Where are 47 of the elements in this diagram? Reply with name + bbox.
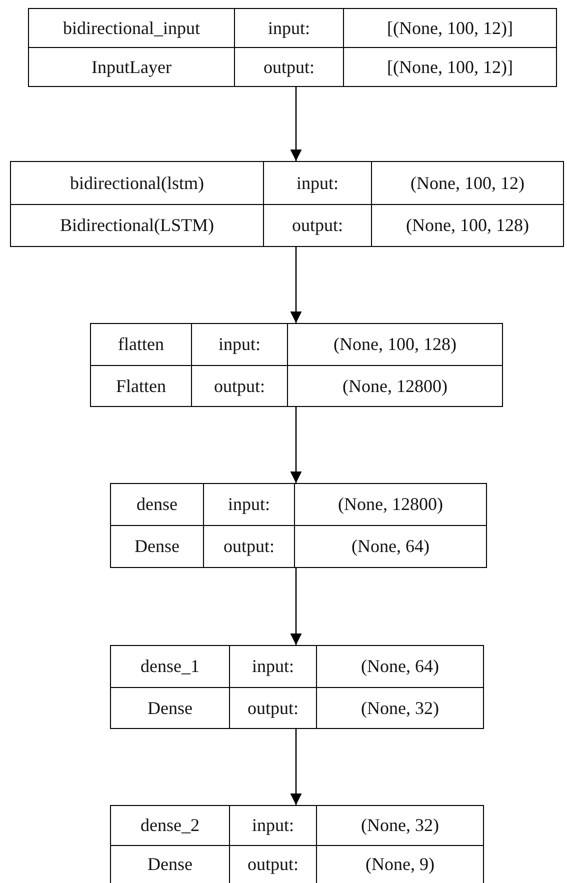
shape-value: (None, 9) [317, 846, 483, 883]
layer-name: Dense [111, 688, 229, 728]
shape-value: (None, 12800) [295, 484, 486, 525]
layer-name: bidirectional_input [29, 9, 234, 47]
port-label: input: [230, 806, 316, 845]
shape-value: [(None, 100, 12)] [344, 9, 556, 47]
layer-name: Dense [111, 526, 203, 567]
layer-name: Dense [111, 846, 229, 883]
arrow [290, 247, 302, 323]
port-label: output: [235, 48, 343, 86]
port-label: output: [204, 526, 294, 567]
port-label: input: [204, 484, 294, 525]
shape-value: (None, 100, 12) [372, 162, 563, 204]
port-label: input: [264, 162, 371, 204]
port-label: input: [230, 646, 316, 687]
layer-table [90, 323, 503, 407]
layer-name: bidirectional(lstm) [11, 162, 263, 204]
layer-table [110, 645, 484, 729]
layer-name: dense_1 [111, 646, 229, 687]
layer-name: dense_2 [111, 806, 229, 845]
arrow [290, 729, 302, 805]
arrow [290, 87, 302, 161]
arrow [290, 407, 302, 483]
shape-value: (None, 32) [317, 688, 483, 728]
port-label: output: [264, 205, 371, 246]
layer-table [110, 483, 487, 568]
shape-value: (None, 100, 128) [288, 324, 502, 365]
shape-value: (None, 64) [295, 526, 486, 567]
shape-value: (None, 64) [317, 646, 483, 687]
shape-value: (None, 32) [317, 806, 483, 845]
layer-name: dense [111, 484, 203, 525]
layer-name: Flatten [91, 366, 191, 406]
layer-table [10, 161, 564, 247]
port-label: output: [230, 688, 316, 728]
shape-value: [(None, 100, 12)] [344, 48, 556, 86]
layer-name: InputLayer [29, 48, 234, 86]
port-label: output: [230, 846, 316, 883]
layer-table [28, 8, 557, 87]
shape-value: (None, 12800) [288, 366, 502, 406]
port-label: output: [192, 366, 287, 406]
port-label: input: [192, 324, 287, 365]
layer-table [110, 805, 484, 883]
port-label: input: [235, 9, 343, 47]
arrow [290, 568, 302, 645]
layer-name: Bidirectional(LSTM) [11, 205, 263, 246]
layer-name: flatten [91, 324, 191, 365]
shape-value: (None, 100, 128) [372, 205, 563, 246]
